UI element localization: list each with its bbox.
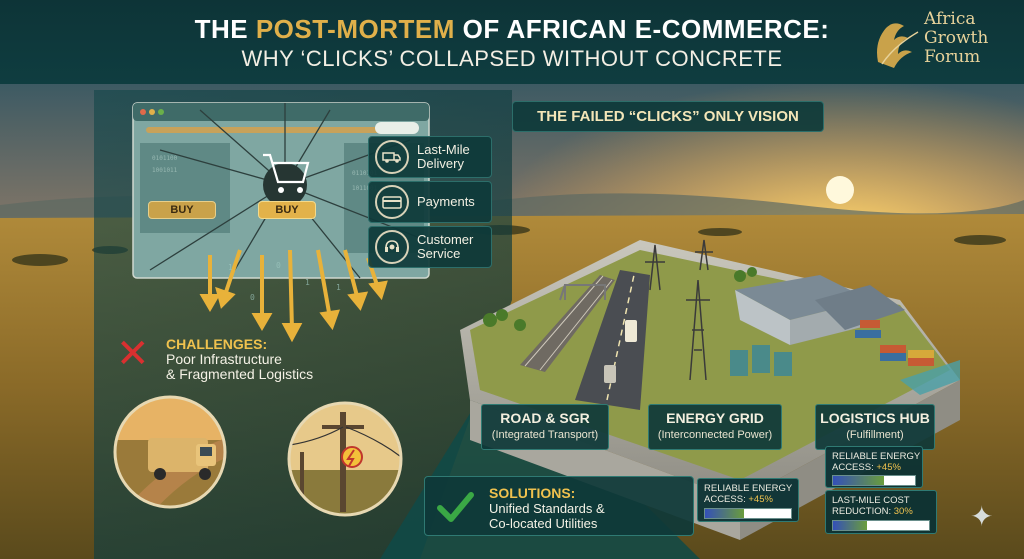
failed-vision-label: THE FAILED “CLICKS” ONLY VISION bbox=[512, 101, 824, 132]
brand-logo-icon bbox=[877, 23, 919, 68]
energy-grid-label: ENERGY GRID(Interconnected Power) bbox=[648, 404, 782, 450]
energy-access-progress-b bbox=[705, 509, 744, 518]
svg-text:1011001: 1011001 bbox=[352, 185, 378, 192]
credit-card-icon bbox=[375, 185, 409, 219]
svg-text:0: 0 bbox=[250, 293, 255, 302]
logistics-hub-label: LOGISTICS HUB(Fulfillment) bbox=[815, 404, 935, 450]
headset-icon bbox=[375, 230, 409, 264]
solutions-callout: SOLUTIONS: Unified Standards &Co-located… bbox=[424, 476, 694, 536]
page-title: THE POST-MORTEM OF AFRICAN E-COMMERCE: bbox=[194, 14, 830, 44]
checkmark-icon bbox=[437, 492, 474, 522]
cost-reduction-progress bbox=[833, 521, 867, 530]
header-banner bbox=[0, 0, 1024, 84]
svg-text:1: 1 bbox=[228, 263, 233, 272]
svg-text:1: 1 bbox=[305, 278, 310, 287]
svg-text:1001011: 1001011 bbox=[152, 167, 178, 174]
error-x-icon: ✕ bbox=[116, 331, 150, 377]
sparkle-icon: ✦ bbox=[970, 500, 994, 533]
buy-button-left[interactable]: BUY bbox=[148, 201, 216, 219]
challenges-callout: ✕ CHALLENGES: Poor Infrastructure& Fragm… bbox=[116, 331, 314, 382]
title-accent: POST-MORTEM bbox=[255, 14, 455, 44]
delivery-truck-icon bbox=[375, 140, 409, 174]
service-payments: Payments bbox=[368, 181, 492, 223]
buy-button-center[interactable]: BUY bbox=[258, 201, 316, 219]
svg-text:0: 0 bbox=[276, 261, 281, 270]
page-subtitle: WHY ‘CLICKS’ COLLAPSED WITHOUT CONCRETE bbox=[241, 46, 783, 71]
svg-text:0101100: 0101100 bbox=[152, 155, 178, 162]
road-sgr-label: ROAD & SGR(Integrated Transport) bbox=[481, 404, 609, 450]
svg-text:0110101: 0110101 bbox=[352, 170, 378, 177]
energy-access-progress bbox=[833, 476, 884, 485]
svg-text:1: 1 bbox=[336, 283, 341, 292]
